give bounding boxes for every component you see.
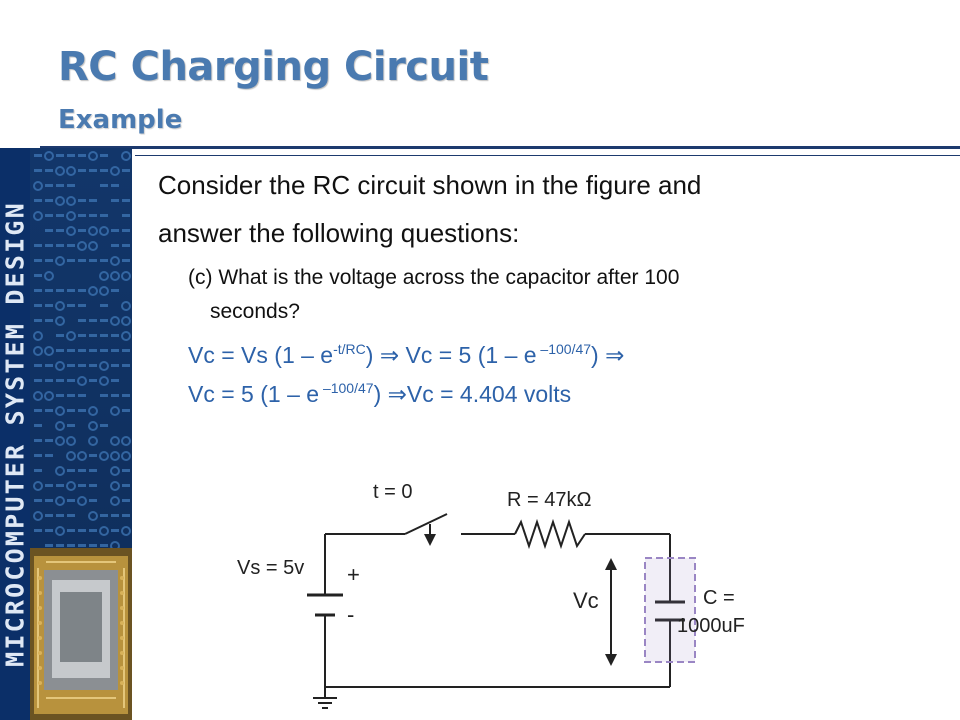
resistor-label: R = 47kΩ [507, 489, 591, 511]
equation-line-1: Vc = Vs (1 – e-t/RC) ⇒ Vc = 5 (1 – e –10… [188, 341, 625, 368]
rc-circuit-diagram: t = 0 R = 47kΩ Vs = 5v + - Vc C = 1000uF [237, 481, 745, 709]
capacitor-label-2: 1000uF [677, 615, 745, 637]
title-divider-thin [135, 155, 960, 156]
sidebar-vertical-title: MICROCOMPUTER SYSTEM DESIGN [0, 201, 30, 667]
title-divider [40, 146, 960, 149]
capacitor-label-1: C = [703, 587, 735, 609]
intro-line-1: Consider the RC circuit shown in the fig… [158, 170, 702, 200]
question-line-1: (c) What is the voltage across the capac… [188, 266, 680, 289]
sidebar-decoration: MICROCOMPUTER SYSTEM DESIGN [0, 148, 132, 720]
microchip-image [30, 548, 132, 720]
slide-subtitle: Example [58, 105, 183, 135]
sidebar-title-strip: MICROCOMPUTER SYSTEM DESIGN [0, 148, 30, 720]
plus-sign: + [347, 562, 360, 587]
binary-pattern [33, 151, 131, 551]
source-label: Vs = 5v [237, 557, 304, 579]
minus-sign: - [347, 602, 354, 627]
slide-title: RC Charging Circuit [58, 44, 489, 90]
switch-label: t = 0 [373, 481, 412, 503]
equation-line-2: Vc = 5 (1 – e –100/47) ⇒Vc = 4.404 volts [188, 380, 572, 407]
vc-label: Vc [573, 588, 599, 613]
question-line-2: seconds? [210, 300, 300, 323]
intro-line-2: answer the following questions: [158, 218, 520, 248]
